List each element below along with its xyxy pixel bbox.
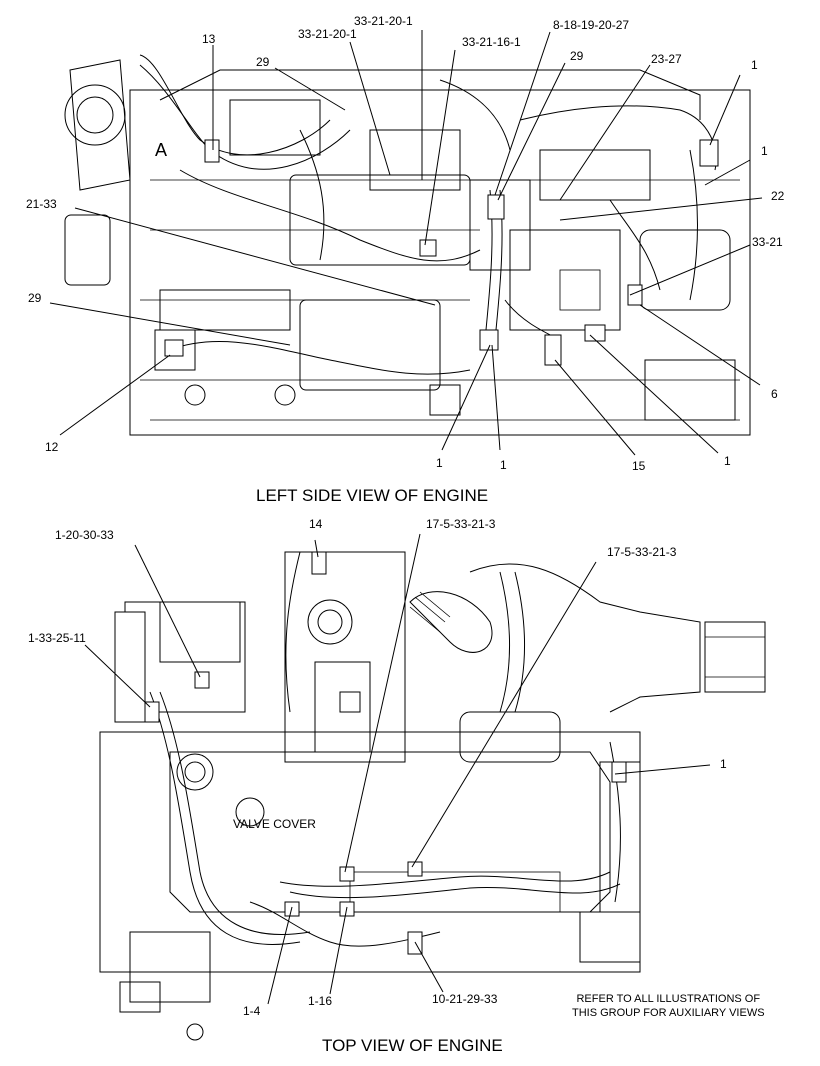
callout-10-21-29-33: 10-21-29-33: [432, 992, 498, 1006]
engine-top-outline: [99, 551, 766, 1041]
callout-14: 14: [309, 517, 323, 531]
callout-22: 22: [771, 189, 785, 203]
callout-1-bottom-b: 1: [500, 458, 507, 472]
callout-8-18-19-20-27: 8-18-19-20-27: [553, 18, 629, 32]
wiring-harness: [139, 54, 717, 375]
callout-13: 13: [202, 32, 216, 46]
top-engine-drawing: VALVE COVER 14 17-5-33-21-3 1-20-30-33 1…: [28, 517, 766, 1041]
callout-21-33: 21-33: [26, 197, 57, 211]
callout-1-16: 1-16: [308, 994, 332, 1008]
callout-33-21-16-1: 33-21-16-1: [462, 35, 521, 49]
callout-33-21: 33-21: [752, 235, 783, 249]
callout-1-4: 1-4: [243, 1004, 261, 1018]
callout-33-21-20-1-right: 33-21-20-1: [354, 14, 413, 28]
view-marker-a: A: [155, 140, 167, 160]
note-line-2: THIS GROUP FOR AUXILIARY VIEWS: [572, 1007, 765, 1019]
callout-23-27: 23-27: [651, 52, 682, 66]
note-line-1: REFER TO ALL ILLUSTRATIONS OF: [576, 993, 761, 1005]
connector-blocks: [164, 139, 719, 366]
left-leader-lines: [49, 30, 763, 456]
callout-29-center: 29: [570, 49, 584, 63]
callout-15: 15: [632, 459, 646, 473]
callout-1-bottom-a: 1: [436, 456, 443, 470]
callout-1-20-30-33: 1-20-30-33: [55, 528, 114, 542]
top-callouts: 14 17-5-33-21-3 1-20-30-33 17-5-33-21-3 …: [28, 517, 727, 1018]
left-side-view: A 13 29 33-21-20-1 33-21-20-1 33-21-16-1…: [0, 0, 820, 512]
callout-1-33-25-11: 1-33-25-11: [28, 631, 86, 645]
callout-6: 6: [771, 387, 778, 401]
top-wiring-harness: [149, 551, 621, 947]
callout-17-5-33-21-3-right: 17-5-33-21-3: [607, 545, 677, 559]
callout-29-left: 29: [28, 291, 42, 305]
callout-12: 12: [45, 440, 59, 454]
top-connector-blocks: [144, 551, 627, 955]
left-callouts: 13 29 33-21-20-1 33-21-20-1 33-21-16-1 8…: [26, 14, 785, 473]
engine-block-outline: [64, 59, 751, 436]
top-leader-lines: [84, 533, 711, 1005]
callout-1-top-right: 1: [751, 58, 758, 72]
callout-33-21-20-1-left: 33-21-20-1: [298, 27, 357, 41]
top-view: VALVE COVER 14 17-5-33-21-3 1-20-30-33 1…: [0, 512, 820, 1066]
left-view-caption: LEFT SIDE VIEW OF ENGINE: [256, 486, 489, 505]
valve-cover-label: VALVE COVER: [233, 817, 316, 831]
callout-1-top-view: 1: [720, 757, 727, 771]
callout-29-top: 29: [256, 55, 270, 69]
top-view-caption: TOP VIEW OF ENGINE: [322, 1036, 503, 1055]
callout-17-5-33-21-3-left: 17-5-33-21-3: [426, 517, 496, 531]
auxiliary-views-note: REFER TO ALL ILLUSTRATIONS OF THIS GROUP…: [572, 992, 765, 1020]
callout-1-bottom-right: 1: [724, 454, 731, 468]
callout-1-right: 1: [761, 144, 768, 158]
left-side-engine-drawing: A 13 29 33-21-20-1 33-21-20-1 33-21-16-1…: [26, 14, 785, 473]
